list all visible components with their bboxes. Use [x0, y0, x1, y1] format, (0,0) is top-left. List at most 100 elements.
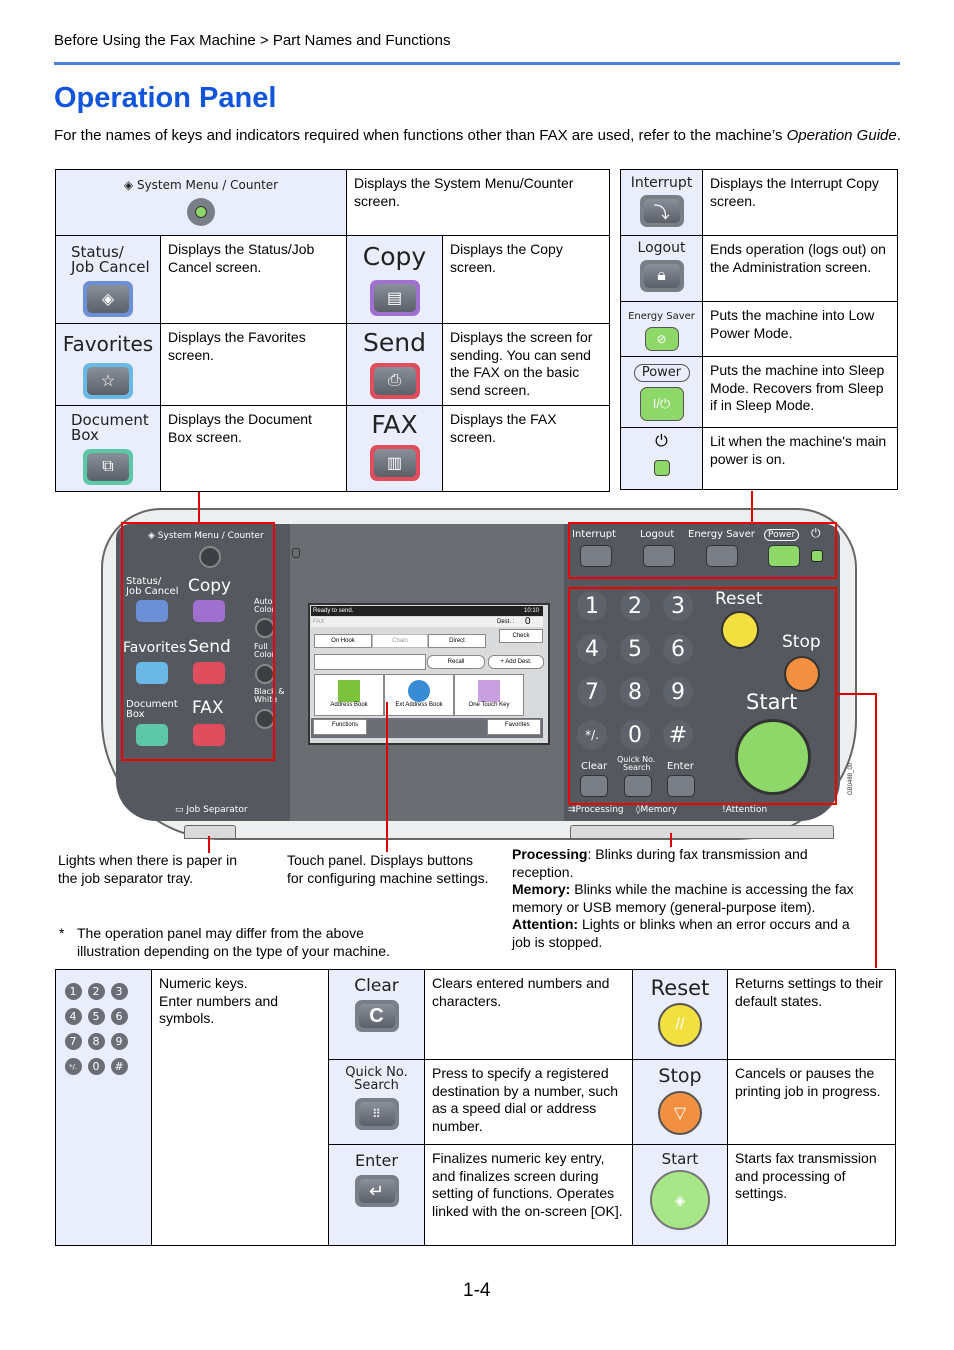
numeric-key-7[interactable]: 8 [87, 1033, 105, 1050]
energy-saver-icon: ⊘ [649, 332, 674, 346]
panel-enter-key[interactable] [667, 775, 695, 797]
clear-key[interactable]: C [354, 1000, 399, 1032]
quick-desc: Press to specify a registered destinatio… [432, 1065, 619, 1134]
panel-reset-label: Reset [715, 589, 763, 609]
job-separator-label: Job Separator [186, 805, 248, 815]
panel-quick-key[interactable] [624, 775, 652, 797]
interrupt-key[interactable]: ⤵ [639, 195, 684, 227]
favorites-key[interactable]: ☆ [83, 363, 133, 399]
diamond-icon: ◈ [123, 178, 137, 192]
numeric-key-8[interactable]: 9 [110, 1033, 128, 1050]
numeric-key-9[interactable]: */. [64, 1058, 82, 1075]
panel-attention-label: Attention [725, 805, 768, 815]
enter-desc: Finalizes numeric key entry, and finaliz… [432, 1150, 623, 1219]
panel-numeric-key-1[interactable]: 2 [620, 591, 650, 621]
logout-desc: Ends operation (logs out) on the Adminis… [710, 241, 886, 275]
send-key[interactable]: ⎙ [369, 363, 420, 399]
status-job-cancel-key[interactable]: ◈ [83, 281, 133, 317]
screen-ext-address-book-button[interactable]: Ext Address Book [384, 674, 454, 716]
panel-numeric-key-5[interactable]: 6 [663, 634, 693, 664]
numeric-key-2[interactable]: 3 [110, 983, 128, 1000]
panel-stop-key[interactable] [784, 656, 820, 692]
panel-interrupt-key[interactable] [580, 545, 612, 567]
panel-fax-label: FAX [192, 698, 224, 718]
panel-favorites-key[interactable] [136, 662, 168, 684]
panel-numeric-key-3[interactable]: 4 [577, 634, 607, 664]
system-menu-key[interactable] [187, 198, 215, 226]
screen-on-hook-button[interactable]: On Hook [314, 634, 372, 648]
power-key[interactable]: I/⏻ [639, 387, 684, 421]
panel-power-key[interactable] [768, 545, 800, 567]
screen-functions-button[interactable]: Functions [313, 719, 367, 735]
system-menu-led [195, 206, 207, 218]
system-menu-desc: Displays the System Menu/Counter screen. [354, 175, 574, 209]
quick-search-key[interactable]: ⠿ [354, 1098, 399, 1130]
panel-numeric-key-0[interactable]: 1 [577, 591, 607, 621]
panel-status-key[interactable] [136, 600, 168, 622]
copy-key[interactable]: ▤ [369, 280, 420, 316]
reset-key-cell: Reset // [632, 969, 728, 1060]
panel-fax-key[interactable] [193, 724, 225, 746]
panel-start-key[interactable] [735, 719, 811, 795]
numeric-key-3[interactable]: 4 [64, 1008, 82, 1025]
screen-dest-field[interactable] [314, 654, 426, 670]
panel-numeric-key-8[interactable]: 9 [663, 677, 693, 707]
reset-key[interactable]: // [658, 1003, 702, 1047]
panel-clear-key[interactable] [580, 775, 608, 797]
numeric-key-1[interactable]: 2 [87, 983, 105, 1000]
energy-saver-label: Energy Saver [628, 311, 695, 322]
panel-numeric-key-4[interactable]: 5 [620, 634, 650, 664]
panel-numeric-key-6[interactable]: 7 [577, 677, 607, 707]
enter-key[interactable]: ↵ [354, 1175, 399, 1207]
panel-reset-key[interactable] [721, 611, 759, 649]
attention-term: Attention: [512, 916, 579, 932]
numeric-key-5[interactable]: 6 [110, 1008, 128, 1025]
panel-energy-saver-key[interactable] [706, 545, 738, 567]
panel-status-label-2: Job Cancel [126, 586, 179, 597]
numeric-key-0[interactable]: 1 [64, 983, 82, 1000]
stop-desc-cell: Cancels or pauses the printing job in pr… [727, 1059, 896, 1145]
panel-numeric-key-2[interactable]: 3 [663, 591, 693, 621]
logout-key[interactable]: 🔒︎ [639, 260, 684, 292]
energy-saver-desc: Puts the machine into Low Power Mode. [710, 307, 875, 341]
screen-check-button[interactable]: Check [499, 629, 543, 643]
panel-copy-key[interactable] [193, 600, 225, 622]
screen-chain-button[interactable]: Chain [372, 634, 428, 648]
fax-label: FAX [371, 410, 418, 439]
panel-interrupt-label: Interrupt [572, 529, 617, 540]
intro-end: . [896, 127, 901, 144]
panel-numeric-key-7[interactable]: 8 [620, 677, 650, 707]
panel-logout-key[interactable] [643, 545, 675, 567]
screen-one-touch-button[interactable]: One Touch Key [454, 674, 524, 716]
copy-icon: ▤ [373, 284, 416, 312]
screen-bottom-bar [311, 718, 543, 738]
panel-system-menu-key[interactable] [199, 546, 221, 568]
screen-recall-button[interactable]: Recall [427, 655, 485, 669]
stop-key[interactable]: ▽ [658, 1091, 702, 1135]
numeric-key-10[interactable]: 0 [87, 1058, 105, 1075]
energy-saver-key[interactable]: ⊘ [644, 327, 679, 351]
panel-numeric-key-9[interactable]: */. [577, 720, 607, 750]
numeric-key-6[interactable]: 7 [64, 1033, 82, 1050]
fax-key[interactable]: ▥ [369, 445, 420, 481]
interrupt-desc-cell: Displays the Interrupt Copy screen. [702, 169, 898, 236]
panel-document-box-key[interactable] [136, 724, 168, 746]
panel-send-key[interactable] [193, 662, 225, 684]
start-key[interactable]: ◈ [650, 1170, 710, 1230]
panel-numeric-key-10[interactable]: 0 [620, 720, 650, 750]
panel-start-label: Start [746, 690, 798, 714]
screen-direct-button[interactable]: Direct [428, 634, 486, 648]
screen-dest-count: 0 [525, 616, 531, 627]
document-box-key[interactable]: ⧉ [83, 449, 133, 485]
system-menu-cell: ◈ System Menu / Counter [55, 169, 347, 236]
numeric-desc-cell: Numeric keys. Enter numbers and symbols. [151, 969, 329, 1246]
numeric-key-4[interactable]: 5 [87, 1008, 105, 1025]
screen-favorites-button[interactable]: Favorites [487, 719, 541, 735]
panel-status-label-1: Status/ [126, 576, 162, 587]
numeric-key-11[interactable]: # [110, 1058, 128, 1075]
screen-address-book-button[interactable]: Address Book [314, 674, 384, 716]
screen-add-dest-button[interactable]: + Add Dest. [488, 655, 544, 669]
panel-main-power-led [811, 550, 823, 562]
panel-numeric-key-11[interactable]: # [663, 720, 693, 750]
lock-icon: 🔒︎ [643, 264, 680, 288]
